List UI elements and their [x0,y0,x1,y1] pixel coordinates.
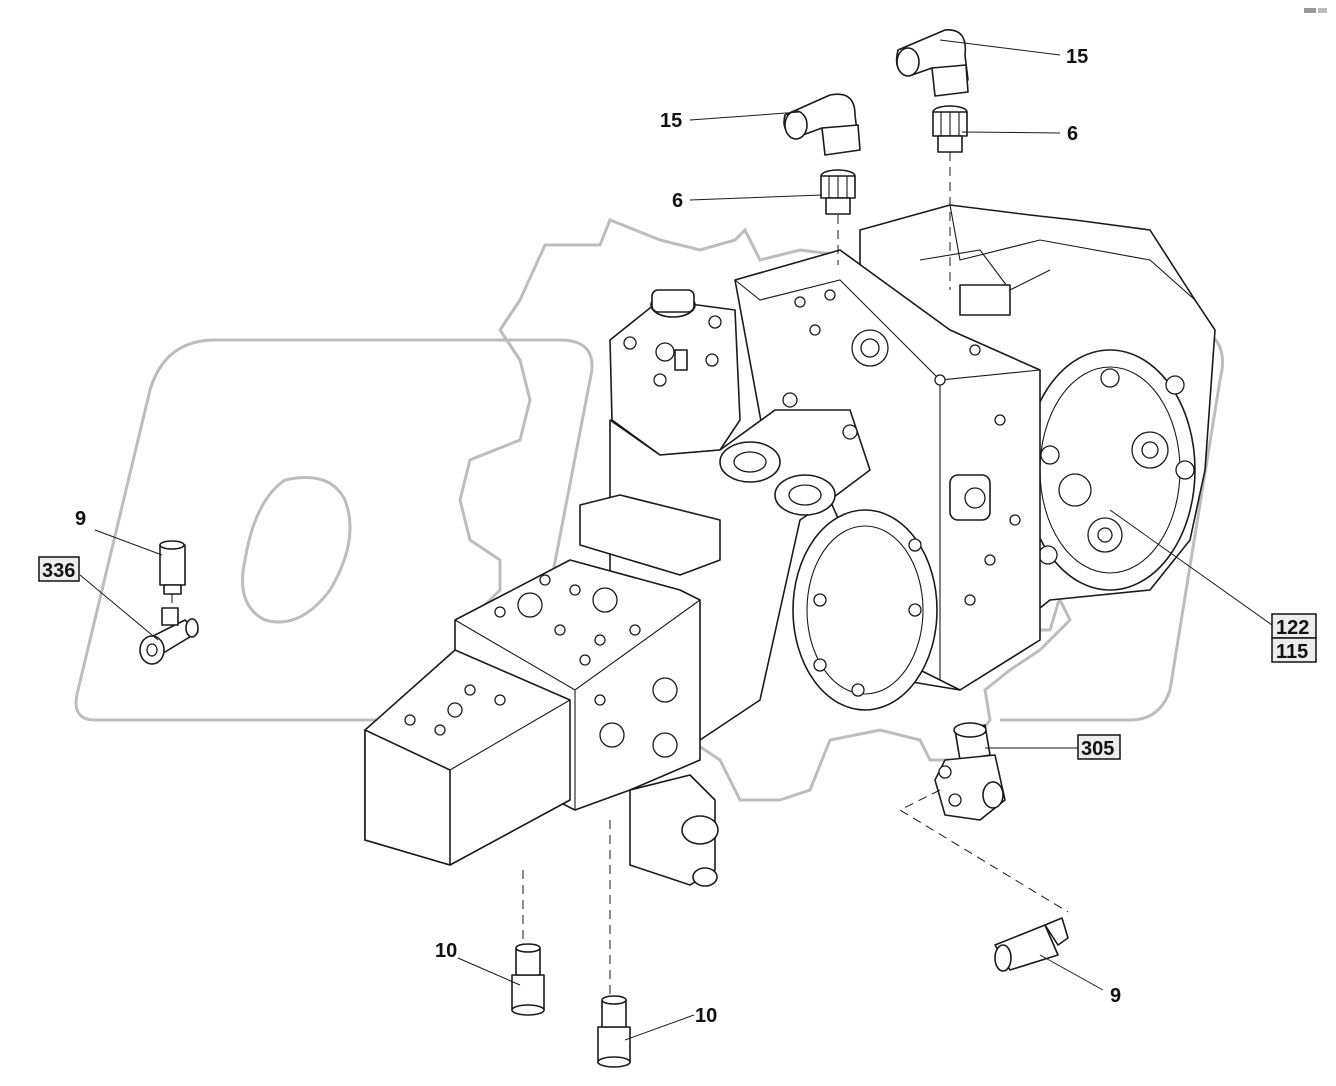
adapter-6-left [820,169,856,215]
callout-122-box [1271,613,1317,639]
callout-10-right: 10 [695,1005,717,1027]
valve-305 [934,722,1006,821]
pump-assembly [364,204,1216,887]
callout-labels: 15 15 6 6 9 336 122 115 305 10 10 9 [38,46,1317,1027]
callout-6-right: 6 [1067,123,1078,145]
leader-lines [79,39,1273,1041]
elbow-fitting-15-right [895,29,969,97]
callout-115: 115 [1276,641,1308,663]
callout-15-right: 15 [1066,46,1088,68]
callout-305: 305 [1081,738,1114,760]
adapter-6-right [932,105,968,153]
tee-fitting-336 [139,607,199,665]
plug-9-left [159,540,186,595]
assembly-axes [171,152,1069,998]
elbow-fitting-15-left [783,93,861,156]
callout-122: 122 [1276,617,1309,639]
small-logo-icon [1304,8,1327,13]
plug-9-right [994,917,1069,972]
callout-336: 336 [42,560,75,582]
callout-9-right: 9 [1110,985,1121,1007]
bushing-10-right [597,995,631,1068]
callout-6-left: 6 [672,190,683,212]
bushing-10-left [511,943,545,1016]
callout-305-box [1077,734,1121,760]
callout-336-box [38,556,80,582]
callout-15-left: 15 [660,110,682,132]
callout-10-left: 10 [435,940,457,962]
callout-9-left: 9 [75,508,86,530]
callout-115-box [1271,637,1317,663]
